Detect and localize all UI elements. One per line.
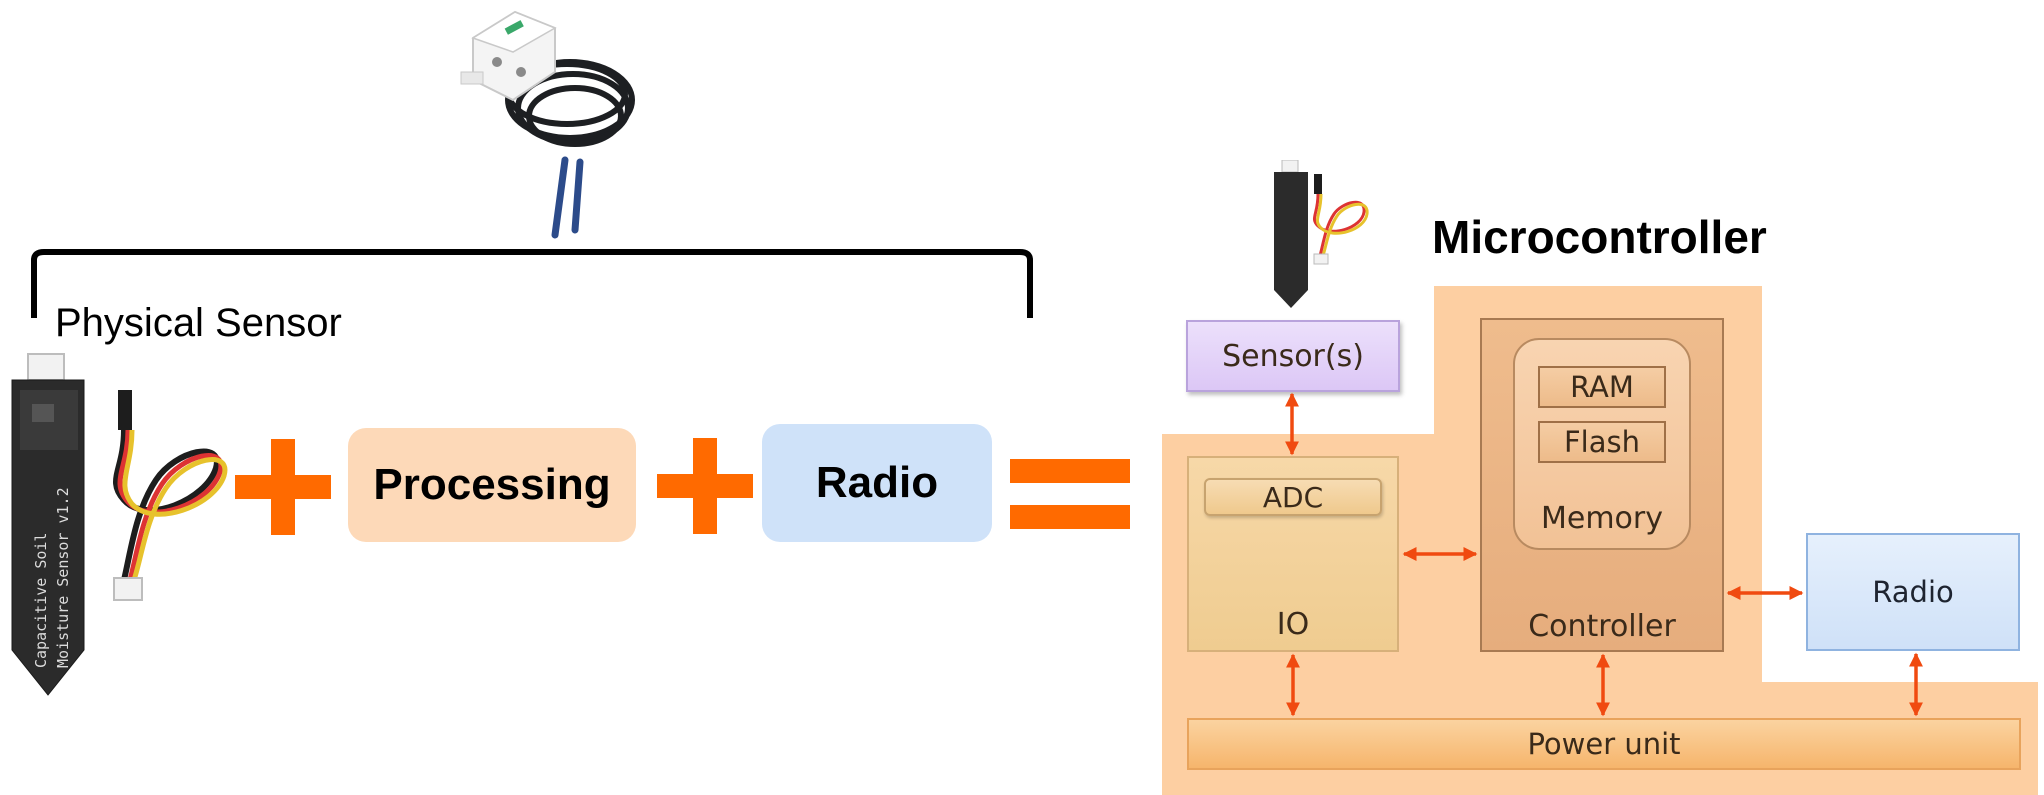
io-label: IO <box>1276 607 1310 642</box>
plus-icon <box>657 438 753 534</box>
soil-probe-image: Capacitive Soil Moisture Sensor v1.2 <box>11 353 228 696</box>
physical-sensor-bracket <box>31 249 1033 318</box>
radio-label: Radio <box>815 458 939 507</box>
physical-sensor-label: Physical Sensor <box>55 301 342 345</box>
probe-text-2: Moisture Sensor v1.2 <box>54 487 72 668</box>
sensor-label: Sensor(s) <box>1222 338 1364 374</box>
radio-box: Radio <box>762 424 992 542</box>
processing-box: Processing <box>348 428 636 542</box>
adc-label: ADC <box>1262 480 1324 514</box>
radio-module-box: Radio <box>1806 533 2020 651</box>
flash-box: Flash <box>1538 421 1666 463</box>
power-unit-box: Power unit <box>1187 718 2021 770</box>
probe-text-1: Capacitive Soil <box>32 533 50 668</box>
memory-label: Memory <box>1540 501 1663 536</box>
sensor-box: Sensor(s) <box>1186 320 1400 392</box>
equals-icon <box>1010 459 1130 529</box>
small-soil-probe-image <box>1274 160 1369 308</box>
controller-label: Controller <box>1528 609 1676 644</box>
plus-icon <box>235 439 331 535</box>
ram-label: RAM <box>1570 370 1634 404</box>
power-unit-label: Power unit <box>1527 727 1681 761</box>
sensor-enclosure-image <box>460 10 635 239</box>
adc-box: ADC <box>1204 478 1382 516</box>
ram-box: RAM <box>1538 366 1666 408</box>
processing-label: Processing <box>373 460 611 509</box>
radio-module-label: Radio <box>1872 575 1954 609</box>
microcontroller-title: Microcontroller <box>1432 211 1767 263</box>
flash-label: Flash <box>1564 425 1640 459</box>
